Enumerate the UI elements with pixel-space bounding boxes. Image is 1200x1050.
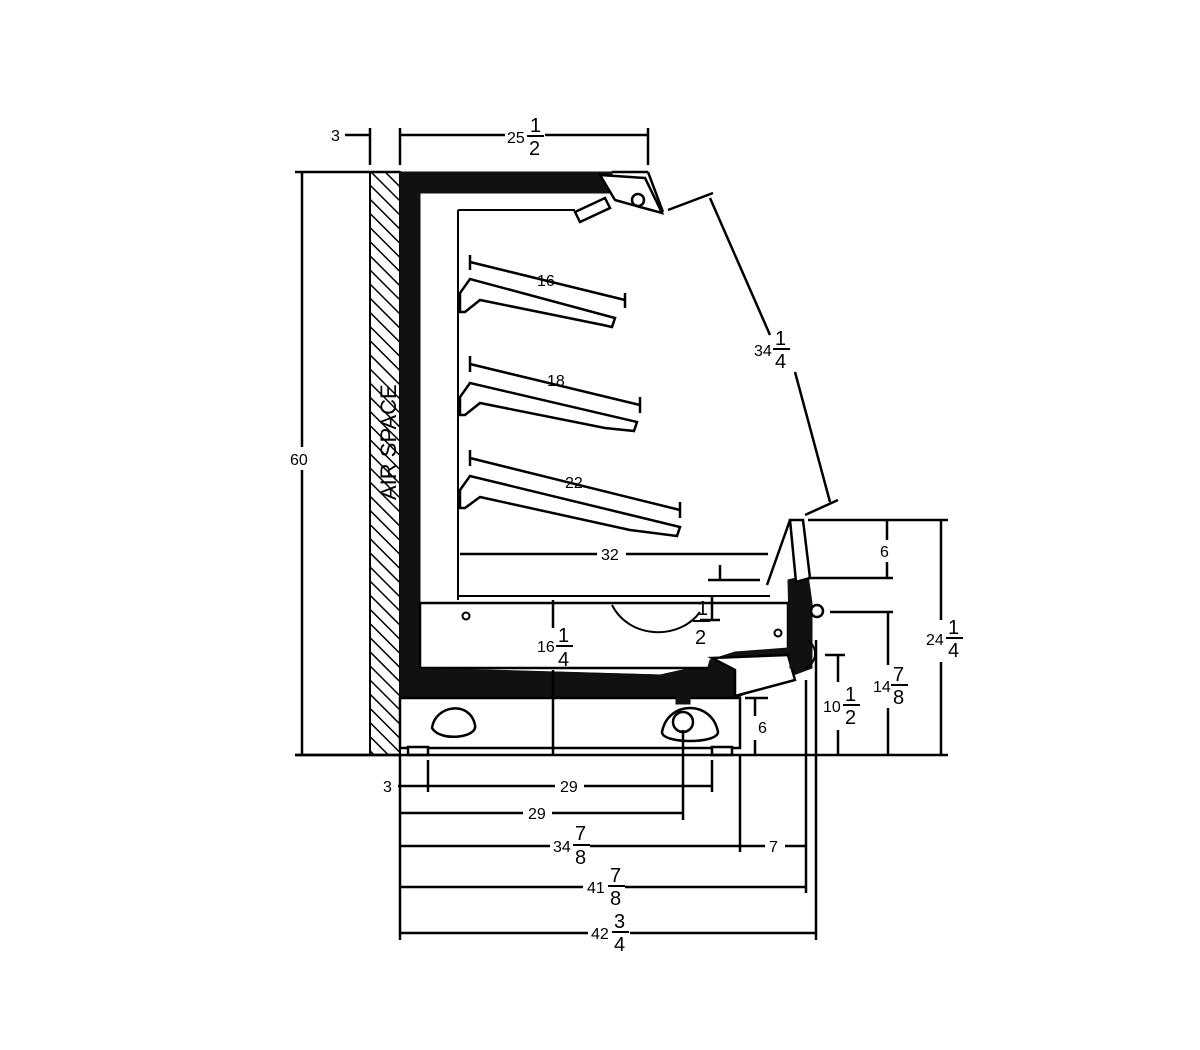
dim-drain-position: 29 [528,806,546,823]
dim-foot-span: 29 [560,779,578,796]
wall-air-space: AIR SPACE [369,171,401,756]
svg-text:41: 41 [587,880,605,897]
dim-body-depth: 34 7 8 [553,823,590,869]
svg-text:8: 8 [575,847,586,869]
svg-text:10: 10 [823,699,841,716]
dim-deck-step: 1 2 [693,598,710,649]
dimension-labels: 3 25 1 2 60 34 1 4 16 18 22 32 1 2 16 1 … [290,115,963,956]
svg-text:1: 1 [558,625,569,647]
dim-bumper-height: 10 1 2 [823,684,860,729]
case-body [398,170,825,757]
dim-front-rail-height: 14 7 8 [873,664,908,709]
svg-text:14: 14 [873,679,891,696]
svg-text:24: 24 [926,632,944,649]
svg-text:4: 4 [948,640,959,662]
dim-overall-depth: 42 3 4 [591,911,629,956]
dim-front-overhang: 7 [769,839,778,856]
svg-text:1: 1 [775,328,786,350]
svg-text:34: 34 [754,343,772,360]
svg-text:42: 42 [591,926,609,943]
dim-shelf-top: 16 [537,273,555,290]
dim-front-top: 6 [880,544,889,561]
svg-text:25: 25 [507,130,525,147]
dimension-lines [295,128,948,940]
dim-top-depth: 25 1 2 [507,115,544,160]
svg-text:1: 1 [697,598,708,620]
svg-text:1: 1 [530,115,541,137]
svg-text:4: 4 [558,649,569,671]
dim-shelf-middle: 18 [547,373,565,390]
svg-text:2: 2 [845,707,856,729]
svg-text:1: 1 [948,617,959,639]
svg-text:4: 4 [775,351,786,373]
svg-text:34: 34 [553,839,571,856]
svg-text:3: 3 [614,911,625,933]
svg-text:4: 4 [614,934,625,956]
dim-deck-height: 16 1 4 [537,625,573,671]
air-space-label: AIR SPACE [376,384,401,500]
svg-text:7: 7 [610,865,621,887]
shelf-bottom [458,450,682,538]
svg-text:16: 16 [537,639,555,656]
dim-depth-to-bumper: 41 7 8 [587,865,625,910]
svg-text:7: 7 [575,823,586,845]
svg-text:2: 2 [529,138,540,160]
dim-base-height: 6 [758,720,767,737]
svg-text:1: 1 [845,684,856,706]
dim-glass-length: 34 1 4 [754,328,790,373]
svg-text:7: 7 [893,664,904,686]
dim-overall-height: 60 [290,452,308,469]
svg-text:8: 8 [610,888,621,910]
shelf-middle [458,356,642,433]
dim-front-overall-height: 24 1 4 [926,617,963,662]
dim-wall-gap: 3 [331,128,340,145]
svg-text:8: 8 [893,687,904,709]
svg-text:2: 2 [695,627,706,649]
dim-shelf-bottom: 22 [565,475,583,492]
dim-deck-depth: 32 [601,547,619,564]
dim-foot-offset: 3 [383,779,392,796]
shelf-top [458,255,627,329]
